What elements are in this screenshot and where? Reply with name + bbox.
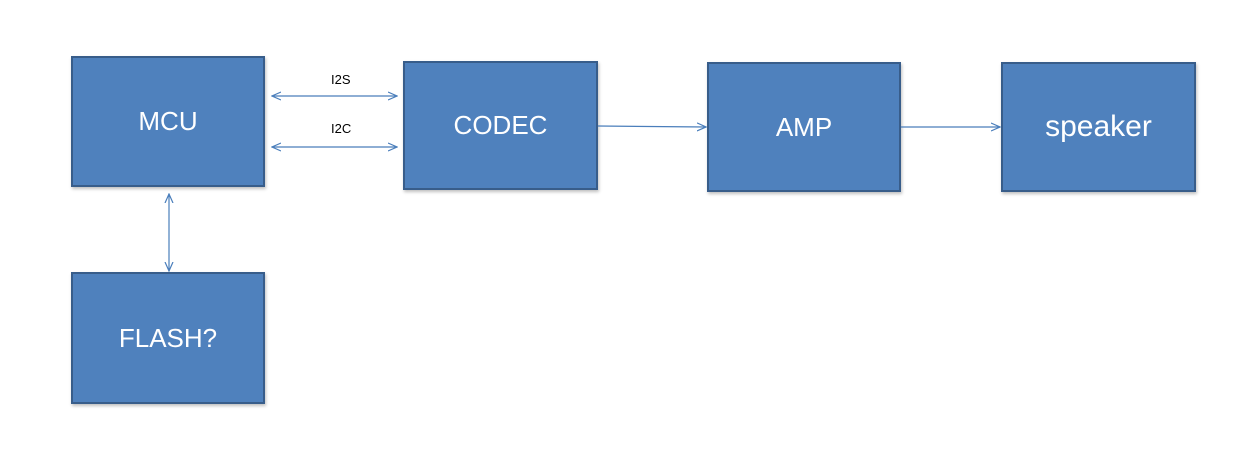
codec-label: CODEC bbox=[453, 110, 548, 140]
flash-label: FLASH? bbox=[118, 322, 218, 353]
speaker-block: speaker bbox=[1001, 62, 1196, 192]
mcu-label: MCU bbox=[138, 106, 198, 136]
speaker-label: speaker bbox=[1045, 110, 1152, 143]
codec-to-amp-arrow bbox=[597, 126, 706, 127]
i2c-label: I2C bbox=[331, 121, 351, 136]
amp-block: AMP bbox=[707, 62, 901, 192]
i2s-label: I2S bbox=[331, 72, 351, 87]
mcu-block: MCU bbox=[71, 56, 265, 187]
codec-block: CODEC bbox=[403, 61, 598, 190]
amp-label: AMP bbox=[775, 111, 833, 142]
flash-block: FLASH? bbox=[71, 272, 265, 404]
